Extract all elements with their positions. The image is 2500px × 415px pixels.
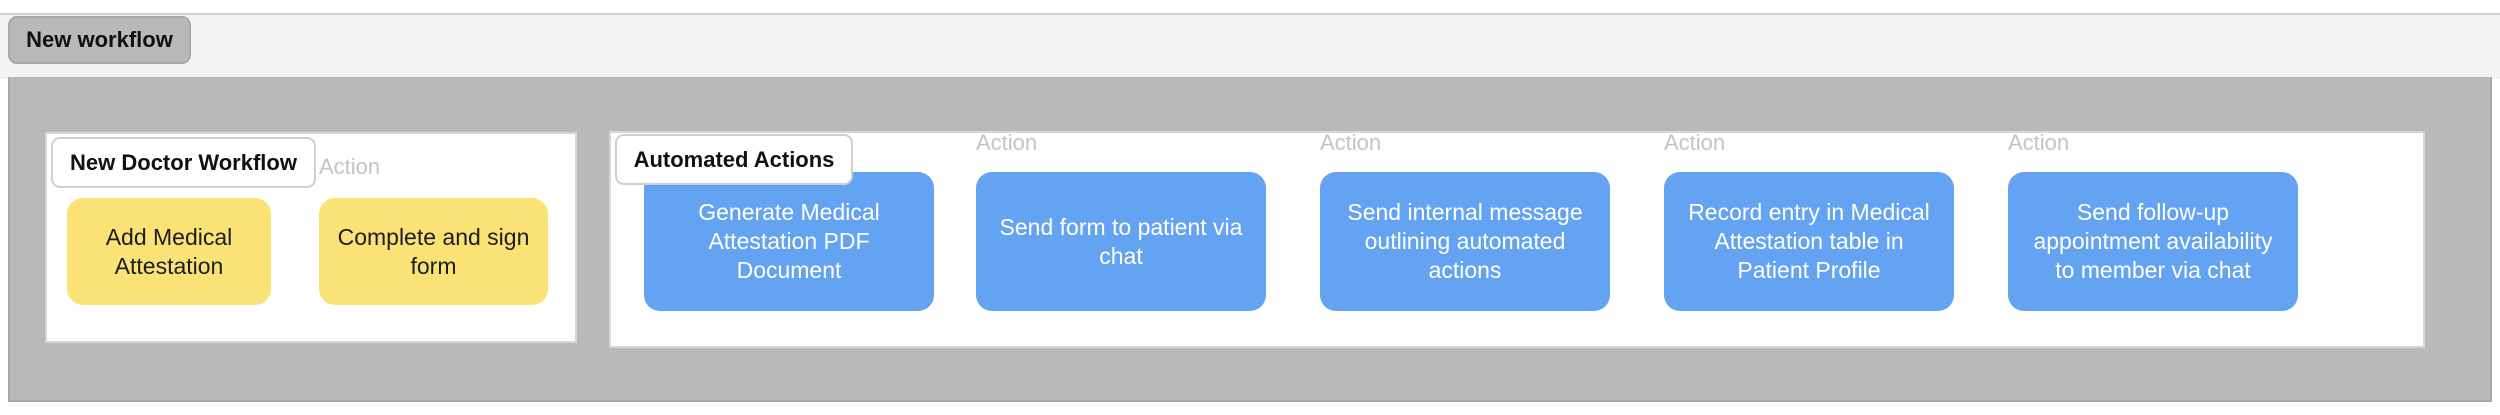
step-generate-pdf[interactable]: Generate Medical Attestation PDF Documen…	[644, 172, 934, 311]
step-send-form-to-patient[interactable]: Send form to patient via chat	[976, 172, 1266, 311]
group-title[interactable]: New Doctor Workflow	[51, 137, 316, 188]
step-add-medical-attestation[interactable]: Add Medical Attestation	[67, 198, 271, 305]
action-label: Action	[319, 154, 381, 179]
group-title[interactable]: Automated Actions	[615, 134, 853, 185]
step-send-follow-up[interactable]: Send follow-up appointment availability …	[2008, 172, 2298, 311]
step-send-internal-message[interactable]: Send internal message outlining automate…	[1320, 172, 1610, 311]
action-label: Action	[1320, 130, 1382, 155]
action-label: Action	[1664, 130, 1726, 155]
action-label: Action	[976, 130, 1038, 155]
new-workflow-button[interactable]: New workflow	[8, 16, 191, 64]
step-complete-and-sign-form[interactable]: Complete and sign form	[319, 198, 548, 305]
step-record-entry[interactable]: Record entry in Medical Attestation tabl…	[1664, 172, 1954, 311]
toolbar	[0, 13, 2500, 79]
action-label: Action	[2008, 130, 2070, 155]
